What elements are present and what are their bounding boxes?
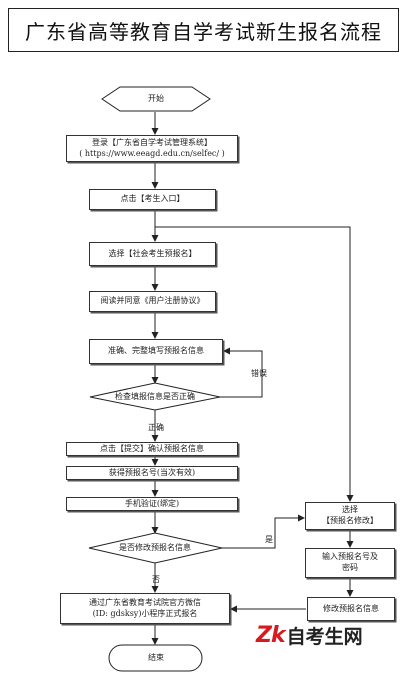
modify-decision-shape: [88, 532, 223, 564]
arrow-entry-right-branch: [155, 226, 354, 502]
wechat-register-box: 通过广东省教育考试院官方微信 (ID: gdsksy)小程序正式报名: [60, 593, 230, 624]
correct-label: 正确: [148, 423, 164, 432]
wechat-text-1: 通过广东省教育考试院官方微信: [89, 597, 201, 607]
start-terminal-shape: [101, 86, 211, 112]
read-agree-box: 阅读并同意《用户注册协议》: [89, 291, 216, 312]
arrow-error-loop: [200, 347, 263, 398]
get-number-box: 获得预报名号(当次有效): [66, 466, 238, 480]
error-label: 错误: [251, 369, 267, 378]
select-modify-box: 选择 【预报名修改】: [305, 502, 395, 530]
watermark-text: 自考生网: [286, 626, 363, 648]
select-modify-text-1: 选择: [342, 505, 358, 515]
start-node: 开始: [148, 93, 164, 103]
check-decision-shape: [89, 382, 221, 411]
end-terminal-shape: [108, 644, 203, 672]
end-node: 结束: [148, 652, 164, 662]
no-label: 否: [152, 575, 160, 584]
input-password-text-1: 输入预报名号及: [322, 552, 378, 562]
page-title: 广东省高等教育自学考试新生报名流程: [8, 8, 399, 52]
input-password-box: 输入预报名号及 密码: [305, 548, 395, 578]
phone-verify-box: 手机验证(绑定): [66, 497, 238, 511]
login-text: 登录【广东省自学考试管理系统】: [92, 137, 212, 147]
watermark: Zk 自考生网: [256, 622, 363, 649]
select-social-box: 选择【社会考生预报名】: [89, 242, 216, 266]
click-entry-box: 点击【考生入口】: [89, 189, 216, 210]
login-url-text: ( https://www.eeagd.edu.cn/selfec/ ): [79, 148, 225, 158]
check-info-decision: 检查填报信息是否正确: [115, 391, 195, 401]
arrow-yes-branch: [222, 514, 305, 549]
modify-decision: 是否修改预报名信息: [119, 542, 191, 552]
fill-info-box: 准确、完整填写预报名信息: [89, 339, 223, 364]
yes-label: 是: [265, 535, 273, 544]
login-box: 登录【广东省自学考试管理系统】 ( https://www.eeagd.edu.…: [66, 135, 238, 162]
wechat-text-2: (ID: gdsksy)小程序正式报名: [92, 608, 198, 618]
modify-info-box: 修改预报名信息: [307, 597, 395, 621]
watermark-logo: Zk: [256, 623, 286, 648]
submit-box: 点击【提交】确认预报名信息: [66, 442, 238, 456]
select-modify-text-2: 【预报名修改】: [322, 516, 378, 525]
input-password-text-2: 密码: [342, 563, 358, 572]
